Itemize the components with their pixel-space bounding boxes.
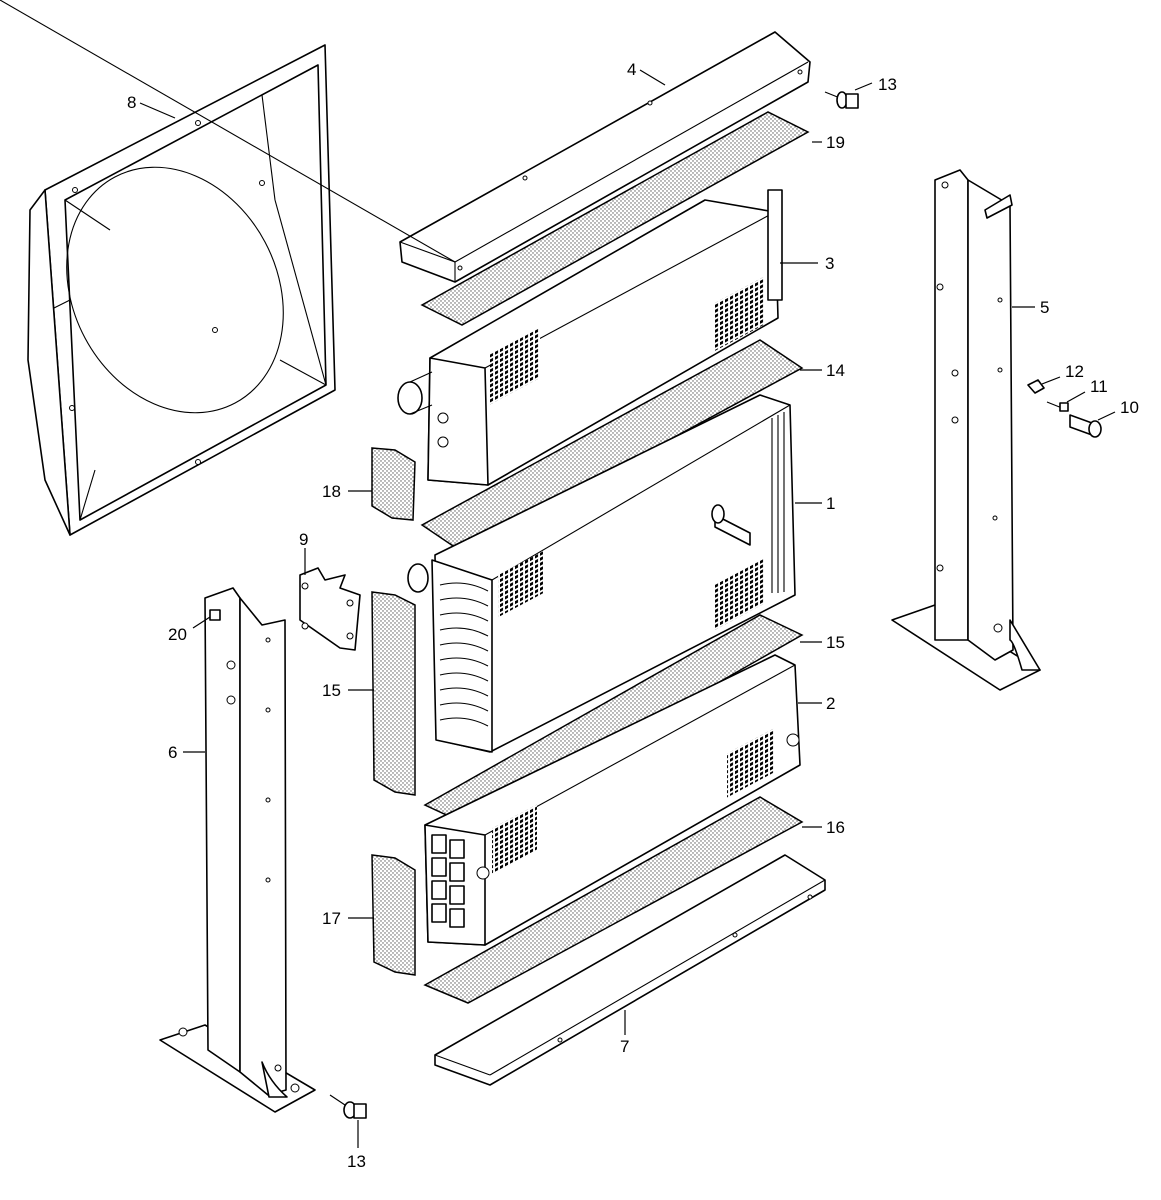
nut-12 [1027,379,1045,394]
callout-13-top: 13 [878,75,897,94]
mesh-pad-16 [371,854,416,976]
callout-14: 15 [322,681,341,700]
lower-cooler-cells [431,834,465,928]
callout-9: 9 [299,530,308,549]
callout-4: 4 [627,60,636,79]
callout-17: 16 [826,818,845,837]
mounting-plate-9 [299,567,361,651]
mesh-strip-17 [423,796,804,1004]
radiator-fins [439,412,785,727]
callout-6: 6 [168,743,177,762]
callout-3: 3 [825,254,834,273]
callout-13-bottom: 13 [347,1152,366,1171]
callout-5: 5 [1040,298,1049,317]
callout-11: 11 [1090,377,1108,396]
callout-10: 10 [1120,398,1139,417]
callout-12: 12 [1065,362,1084,381]
mesh-pad-18 [371,447,416,521]
callout-20: 20 [168,625,187,644]
callout-7: 7 [620,1037,629,1056]
callout-1: 1 [826,494,835,513]
mesh-strip-19 [420,111,810,326]
callout-19: 19 [826,133,845,152]
callout-labels: 8 4 13 19 3 14 1 15 2 16 7 5 12 11 10 18… [127,60,1139,1171]
radiator [407,394,796,753]
right-post [891,169,1041,691]
callout-8: 8 [127,93,136,112]
callout-15-lower: 15 [826,633,845,652]
callout-15-upper: 14 [826,361,845,380]
bushing-10 [1069,414,1102,438]
top-bracket [0,0,811,283]
bolt-top [824,91,859,109]
mesh-pad-14 [371,591,416,796]
lower-cooler [424,654,801,946]
bottom-bracket [434,854,826,1086]
callout-18: 18 [322,482,341,501]
bolt-bottom [329,1094,367,1119]
bolt-11 [1046,401,1069,412]
left-post [159,587,316,1113]
leader-lines [139,69,1116,1148]
mesh-strip-15-upper [420,339,804,553]
callout-16: 17 [322,909,341,928]
callout-2: 2 [826,694,835,713]
upper-cooler [397,189,783,486]
fan-shroud [27,44,336,536]
